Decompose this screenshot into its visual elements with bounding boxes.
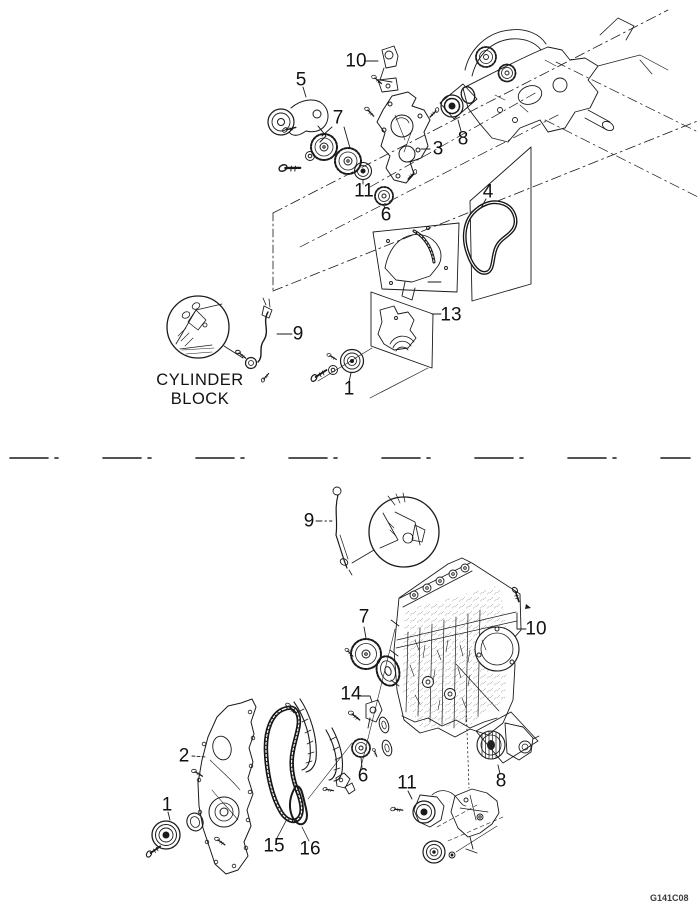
leader-line [321, 126, 351, 149]
pointer-line [223, 345, 244, 359]
idler-sprockets-7-upper [276, 126, 362, 179]
axis-line [307, 742, 353, 800]
leader-line [363, 626, 367, 639]
callout-6-upper: 6 [380, 204, 392, 226]
leader-line [348, 372, 352, 383]
water-pump-8-lower [465, 701, 540, 789]
cylinder-block-magnifier [166, 295, 244, 359]
mount-bracket-lower [422, 788, 504, 864]
callout-11-upper: 11 [354, 180, 374, 202]
callout-13-upper: 13 [440, 304, 462, 326]
callout-9-lower: 9 [303, 510, 315, 532]
callout-8-lower: 8 [495, 770, 507, 792]
leader-line [407, 790, 413, 800]
callout-10-upper: 10 [345, 50, 367, 72]
assembly-axis-dotted [465, 701, 470, 789]
leader-line [191, 755, 207, 758]
leader-line [301, 826, 310, 842]
pointer-line [351, 549, 375, 564]
callout-11-lower: 11 [397, 772, 417, 794]
cylinder-head-sketch [462, 17, 669, 143]
callout-9-upper: 9 [292, 323, 304, 345]
leader-line [480, 198, 487, 209]
callout-7-lower: 7 [358, 606, 370, 628]
belt-tensioner-5 [267, 86, 329, 143]
leader-line [358, 695, 373, 703]
timing-chain-15 [263, 705, 304, 839]
callout-16-lower: 16 [299, 838, 321, 860]
figure-code: G141C08 [650, 893, 689, 903]
chain-guide-rails [283, 698, 356, 795]
cylinder-block-caption-line1: CYLINDER [156, 371, 244, 389]
sprocket-6-upper [374, 186, 394, 209]
idler-pulley-11-upper [353, 161, 373, 185]
leader-line [497, 764, 501, 775]
callout-15-lower: 15 [263, 835, 285, 857]
callout-1-lower: 1 [161, 794, 173, 816]
timing-covers-13 [317, 222, 460, 399]
front-case-3 [362, 91, 440, 184]
callout-5-upper: 5 [295, 69, 307, 91]
leader-line [167, 811, 171, 821]
belt-tensioner-11-lower [389, 790, 467, 828]
dipstick-magnifier-lower [351, 492, 440, 568]
timing-cover-2 [190, 698, 257, 875]
sensor-bolt-10-upper [365, 45, 399, 93]
cam-sprockets-7-lower [343, 626, 401, 687]
engine-block [307, 557, 522, 800]
cylinder-block-caption-line2: BLOCK [170, 389, 230, 408]
leader-line [302, 86, 307, 98]
chain-guide-16 [288, 785, 310, 842]
callout-10-lower: 10 [525, 618, 547, 640]
dipstick-9-lower [315, 486, 353, 576]
callout-14-lower: 14 [340, 683, 362, 705]
bolt-10-lower [507, 585, 531, 630]
drive-belt-4 [462, 146, 532, 302]
water-pump-8-upper [439, 83, 478, 132]
leader-line [276, 818, 288, 839]
crank-sprocket-6-lower [351, 716, 393, 769]
callout-1-upper: 1 [343, 378, 355, 400]
leader-line [360, 756, 363, 769]
leader-line [457, 119, 462, 132]
leader-line [455, 663, 500, 712]
leader-line [383, 205, 386, 209]
callout-8-upper: 8 [457, 128, 469, 150]
callout-6-lower: 6 [357, 765, 369, 787]
callout-2-lower: 2 [178, 745, 190, 767]
crank-pulley-1-upper [309, 348, 365, 386]
knock-sensor-9-upper [234, 297, 293, 384]
leader-line [455, 825, 498, 853]
leader-line [516, 612, 527, 630]
crank-pulley-1-lower [144, 811, 204, 861]
callout-4-upper: 4 [482, 181, 494, 203]
cylinder-block-caption: CYLINDER BLOCK [135, 371, 265, 409]
callout-3-upper: 3 [432, 138, 444, 160]
chain-tensioner-14 [346, 695, 383, 729]
callout-7-upper: 7 [332, 107, 344, 129]
